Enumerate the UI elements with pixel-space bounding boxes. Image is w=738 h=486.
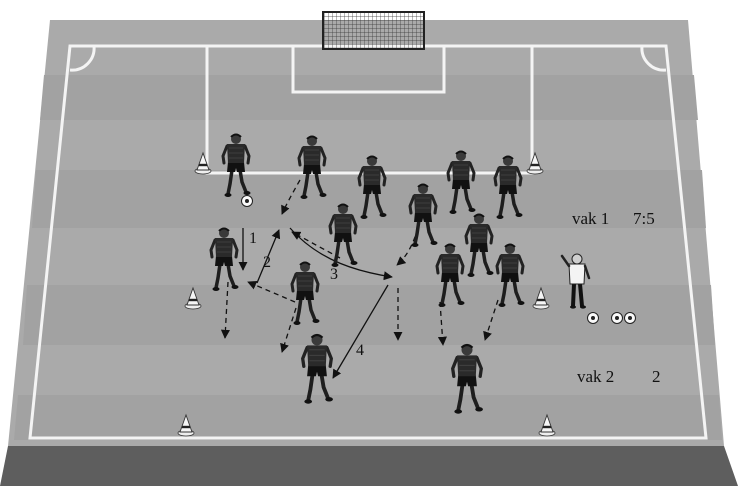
ball [588, 313, 599, 324]
ball [625, 313, 636, 324]
pitch-stripe [23, 285, 715, 345]
step-label-4: 4 [356, 342, 364, 359]
pitch-stripe [14, 395, 722, 440]
goal [323, 12, 424, 49]
step-label-1: 1 [249, 230, 257, 247]
pitch [0, 20, 738, 486]
zone-1-score: 7:5 [633, 209, 655, 228]
ball [242, 196, 253, 207]
ball [612, 313, 623, 324]
zone-2-label: vak 2 [577, 367, 614, 386]
pitch-side [0, 446, 738, 486]
zone-2-score: 2 [652, 367, 661, 386]
zone-1-label: vak 1 [572, 209, 609, 228]
step-label-2: 2 [263, 254, 271, 271]
pitch-stripe [40, 75, 698, 120]
step-label-3: 3 [330, 266, 338, 283]
